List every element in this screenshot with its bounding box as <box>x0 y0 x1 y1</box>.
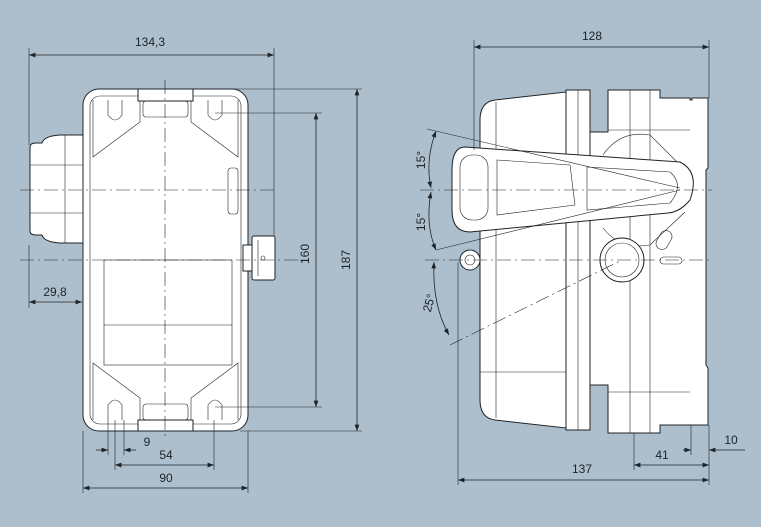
dimension-29-8: 29,8 <box>28 245 82 308</box>
svg-text:15°: 15° <box>414 151 428 169</box>
front-view: 134,3 187 160 29,8 9 <box>20 35 362 493</box>
svg-text:137: 137 <box>572 462 592 476</box>
svg-text:54: 54 <box>159 448 173 462</box>
svg-text:41: 41 <box>655 448 669 462</box>
svg-text:10: 10 <box>724 433 738 447</box>
dimension-134-3: 134,3 <box>28 35 275 236</box>
dimension-90: 90 <box>82 431 249 493</box>
svg-text:134,3: 134,3 <box>135 35 165 49</box>
dimension-54: 54 <box>114 420 215 470</box>
svg-text:90: 90 <box>159 471 173 485</box>
dimension-187: 187 <box>200 88 362 432</box>
bottom-tab <box>137 419 194 432</box>
svg-text:25°: 25° <box>420 292 438 313</box>
cable-gland-left <box>29 134 91 244</box>
top-tab <box>137 88 194 102</box>
dimension-137: 137 <box>457 262 710 485</box>
svg-text:187: 187 <box>339 250 353 270</box>
dimension-128: 128 <box>473 29 710 150</box>
side-view: 15° 15° 25° 128 137 41 10 <box>414 29 745 485</box>
lock-knob <box>242 235 276 281</box>
dimension-10: 10 <box>683 425 745 455</box>
svg-text:128: 128 <box>582 29 602 43</box>
dimension-9: 9 <box>96 420 151 455</box>
svg-text:9: 9 <box>144 435 151 449</box>
screw-holes <box>107 100 223 420</box>
svg-text:29,8: 29,8 <box>43 285 67 299</box>
dimension-41: 41 <box>633 433 709 470</box>
svg-text:160: 160 <box>298 244 312 264</box>
dimension-160: 160 <box>215 112 322 408</box>
handle-lever <box>451 146 694 233</box>
svg-text:15°: 15° <box>414 213 428 231</box>
